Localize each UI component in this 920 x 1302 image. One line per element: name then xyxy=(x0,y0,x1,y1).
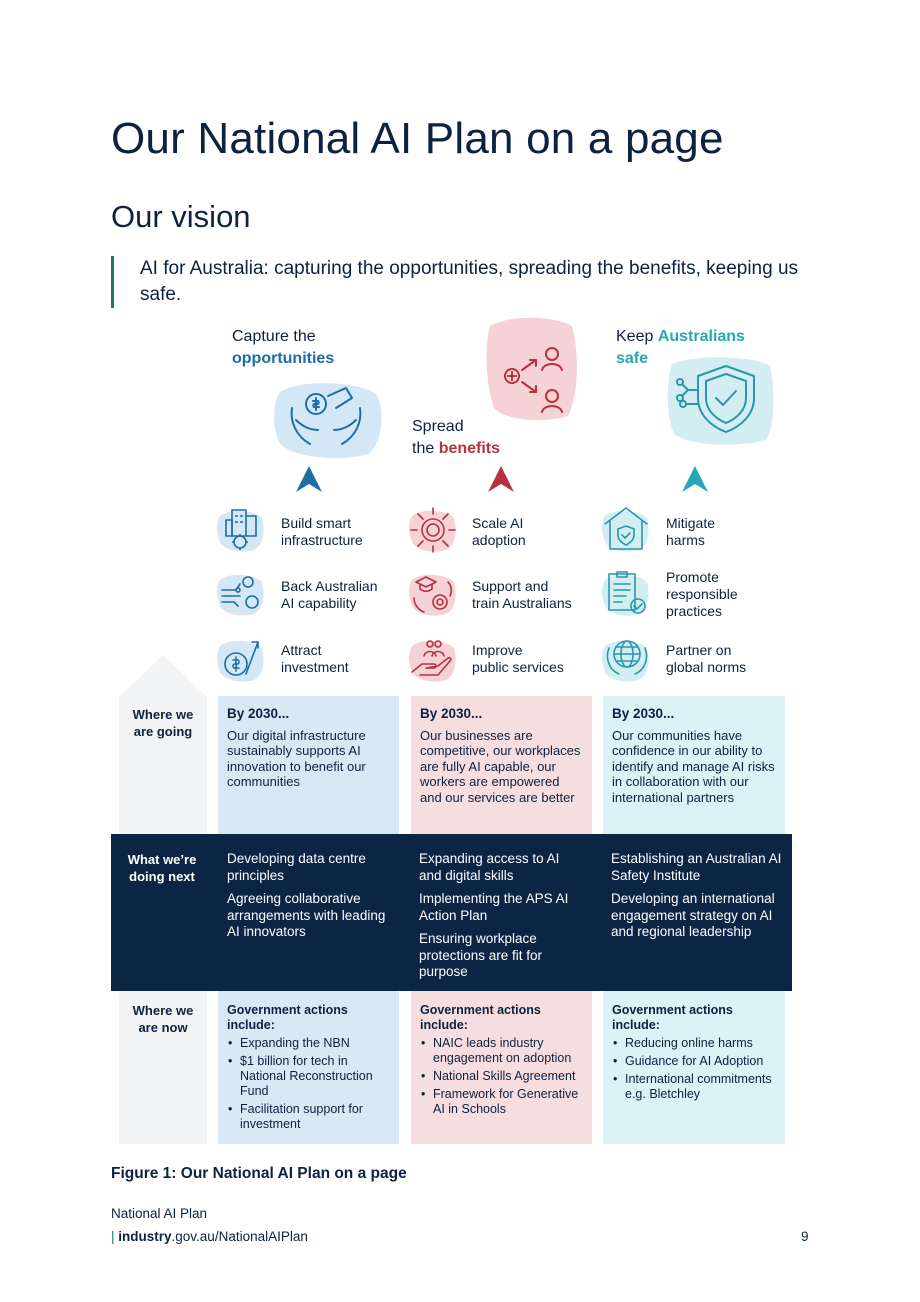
footer-separator: | xyxy=(111,1229,119,1244)
up-arrow-red-icon xyxy=(488,466,514,492)
now-box-safe: Government actions include: Reducing onl… xyxy=(603,991,785,1144)
gov-action-item: International commitments e.g. Bletchley xyxy=(612,1072,777,1102)
training-gear-icon xyxy=(409,574,456,616)
shield-check-icon xyxy=(667,357,774,445)
dollar-growth-icon xyxy=(217,640,264,682)
gov-action-item: NAIC leads industry engagement on adopti… xyxy=(420,1036,584,1066)
next-item: Developing data centre principles xyxy=(227,851,366,883)
by2030-box-infrastructure: By 2030... Our digital infrastructure su… xyxy=(218,696,399,834)
pillar-opportunities-heading: Capture the opportunities xyxy=(232,326,334,370)
globe-icon xyxy=(602,640,649,682)
gov-action-item: Facilitation support for investment xyxy=(227,1102,391,1132)
doing-next-band xyxy=(111,834,792,991)
page-title: Our National AI Plan on a page xyxy=(111,114,724,163)
now-box-infrastructure: Government actions include: Expanding th… xyxy=(218,991,399,1144)
pillar-emphasis: Australians xyxy=(657,328,745,345)
up-arrow-teal-icon xyxy=(682,466,708,492)
footer-domain-bold: industry xyxy=(118,1229,172,1244)
gov-actions-heading: Government actions include: xyxy=(227,1003,348,1032)
checklist-icon xyxy=(602,571,649,616)
pillar-line: Spread xyxy=(412,418,464,435)
page-number: 9 xyxy=(801,1229,809,1244)
next-col-safe: Establishing an Australian AI Safety Ins… xyxy=(611,851,783,948)
gov-actions-heading: Government actions include: xyxy=(612,1003,733,1032)
next-col-benefits: Expanding access to AI and digital skill… xyxy=(419,851,585,988)
by2030-heading: By 2030... xyxy=(227,706,290,721)
by2030-heading: By 2030... xyxy=(420,706,483,721)
up-arrow-blue-icon xyxy=(296,466,322,492)
people-network-icon xyxy=(486,317,577,421)
next-col-infrastructure: Developing data centre principles Agreei… xyxy=(227,851,397,948)
pillar-emphasis: opportunities xyxy=(232,350,335,367)
section-title: Our vision xyxy=(111,199,251,234)
next-item: Expanding access to AI and digital skill… xyxy=(419,851,560,883)
figure-caption: Figure 1: Our National AI Plan on a page xyxy=(111,1165,407,1182)
by2030-heading: By 2030... xyxy=(612,706,675,721)
gov-action-item: Framework for Generative AI in Schools xyxy=(420,1087,584,1117)
by2030-text: Our communities have confidence in our a… xyxy=(612,727,775,805)
next-item: Establishing an Australian AI Safety Ins… xyxy=(611,851,782,883)
pillar-emphasis-2: safe xyxy=(616,350,649,367)
pillar-safe-heading: Keep Australians safe xyxy=(616,326,745,370)
now-box-benefits: Government actions include: NAIC leads i… xyxy=(411,991,592,1144)
hands-money-icon xyxy=(274,383,382,459)
by2030-text: Our businesses are competitive, our work… xyxy=(420,727,581,805)
next-item: Developing an international engagement s… xyxy=(611,891,775,939)
by2030-text: Our digital infrastructure sustainably s… xyxy=(227,727,366,790)
gov-action-item: National Skills Agreement xyxy=(420,1069,584,1084)
gov-action-item: $1 billion for tech in National Reconstr… xyxy=(227,1054,391,1099)
circuit-gears-icon xyxy=(217,574,264,616)
by2030-box-businesses: By 2030... Our businesses are competitiv… xyxy=(411,696,592,834)
house-shield-icon xyxy=(602,507,649,552)
left-column-arrow xyxy=(119,655,207,697)
next-item: Ensuring workplace protections are fit f… xyxy=(419,931,543,979)
vision-statement: AI for Australia: capturing the opportun… xyxy=(111,256,811,308)
gov-action-item: Reducing online harms xyxy=(612,1036,777,1051)
gov-action-item: Guidance for AI Adoption xyxy=(612,1054,777,1069)
pillar-prefix: the xyxy=(412,440,439,457)
pillar-line: Capture the xyxy=(232,328,316,345)
pillar-emphasis: benefits xyxy=(438,440,501,457)
pillar-line: Keep xyxy=(616,328,658,345)
gov-action-item: Expanding the NBN xyxy=(227,1036,391,1051)
hand-people-icon xyxy=(409,640,456,682)
footer-url[interactable]: | industry.gov.au/NationalAIPlan xyxy=(111,1229,308,1244)
next-item: Agreeing collaborative arrangements with… xyxy=(227,891,386,939)
next-item: Implementing the APS AI Action Plan xyxy=(419,891,569,923)
by2030-box-communities: By 2030... Our communities have confiden… xyxy=(603,696,785,834)
footer-title: National AI Plan xyxy=(111,1206,208,1221)
footer-domain-rest: .gov.au/NationalAIPlan xyxy=(171,1229,308,1244)
ai-chip-icon xyxy=(409,507,456,553)
pillar-benefits-heading: Spread the benefits xyxy=(412,416,500,460)
smart-building-icon xyxy=(217,509,264,552)
gov-actions-heading: Government actions include: xyxy=(420,1003,541,1032)
